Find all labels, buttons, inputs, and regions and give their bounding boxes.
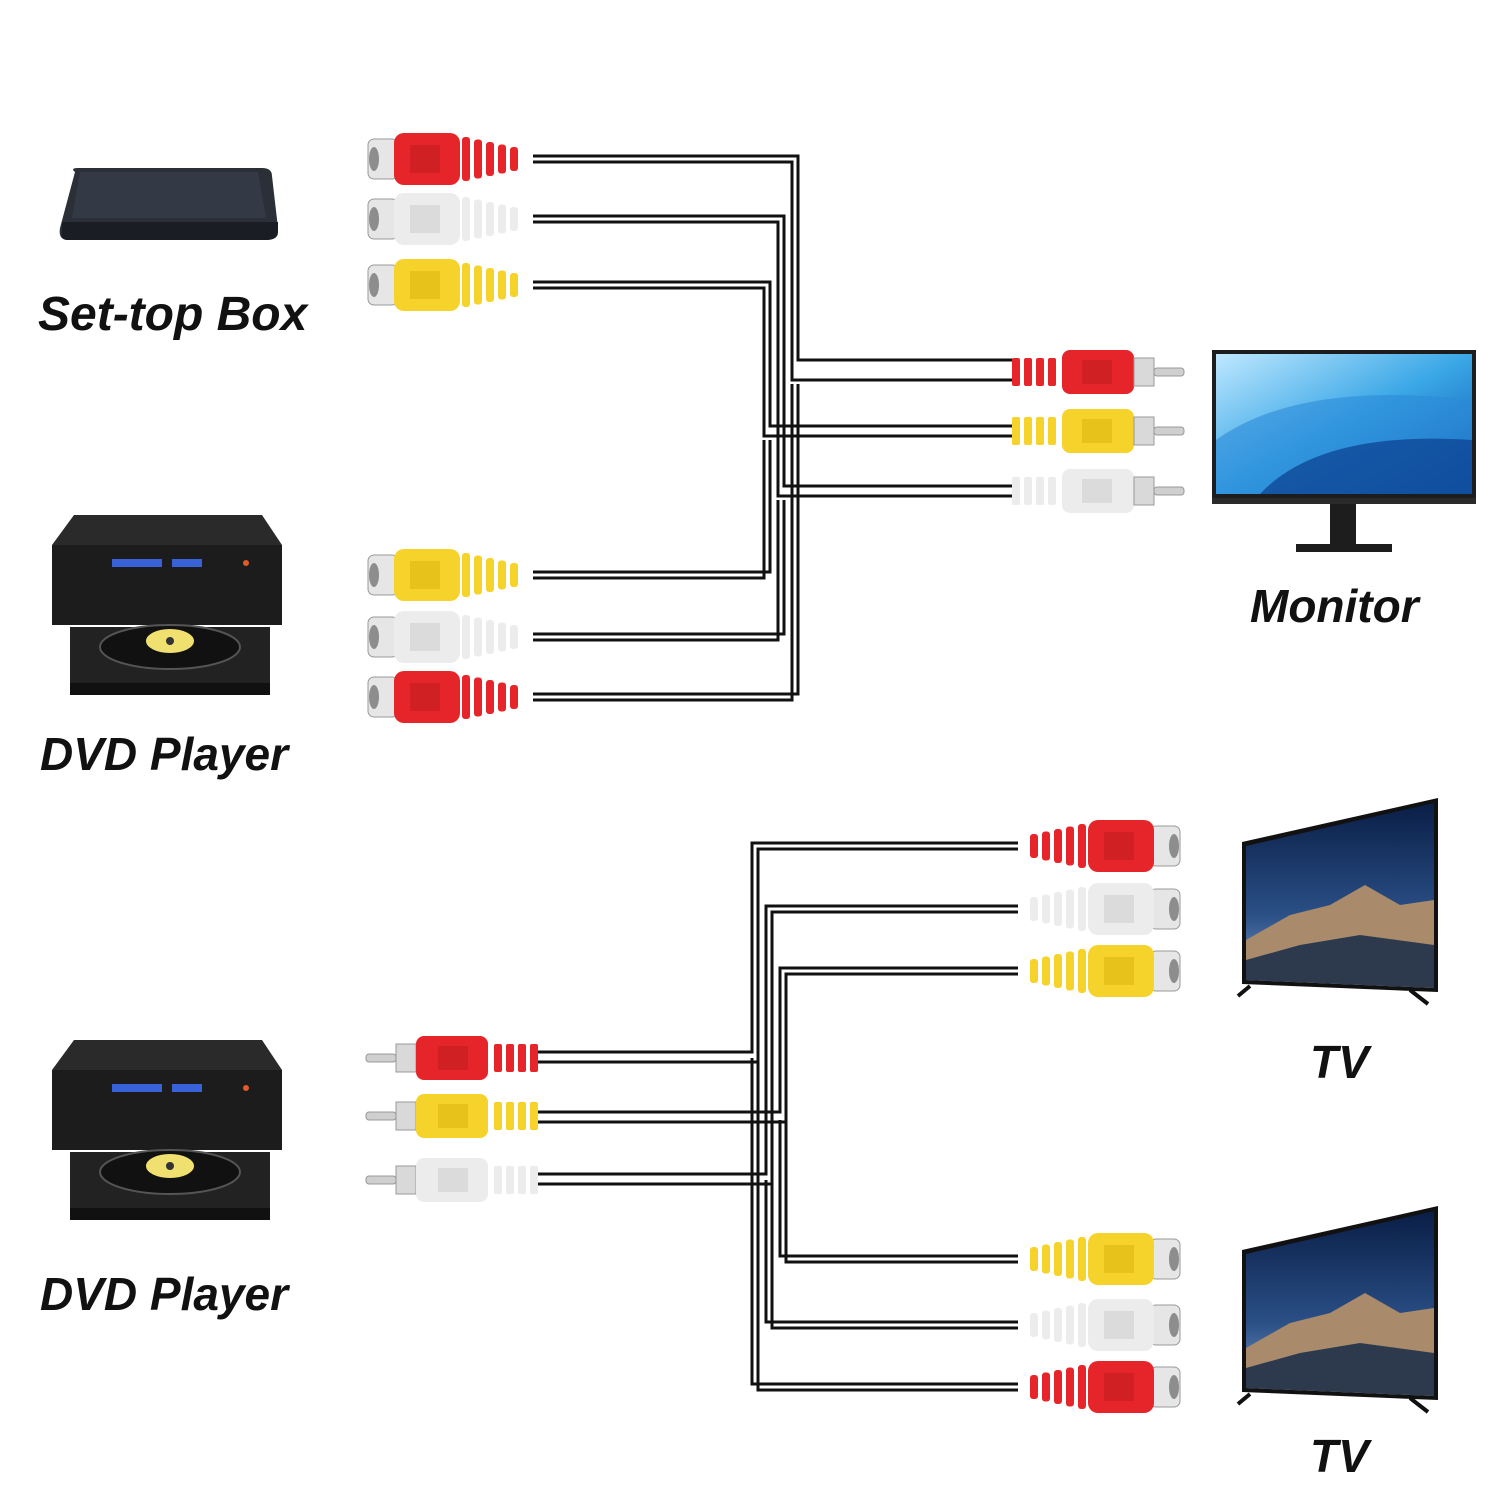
set-top-box-label: Set-top Box [38, 288, 310, 341]
tv2-white-jack [1030, 1299, 1181, 1351]
dvd-bottom-yellow-plug [365, 1094, 538, 1138]
tv1-white-jack [1030, 883, 1181, 935]
cable-dvd-white-2 [533, 500, 780, 642]
monitor-red-plug [1012, 350, 1185, 394]
tv-top-label: TV [1310, 1036, 1372, 1088]
bottom-cables [538, 841, 1018, 1392]
cable-red-tv2-2 [756, 1058, 1018, 1392]
cable-red-tv1 [538, 841, 1018, 1054]
dvd-player-bottom-label: DVD Player [40, 1268, 290, 1320]
cable-stb-red-2 [533, 160, 1013, 382]
monitor-white-plug [1012, 469, 1185, 513]
tv-bottom-label: TV [1310, 1430, 1372, 1482]
cable-stb-yellow [533, 280, 1013, 428]
dvd-top-red-jack [367, 671, 518, 723]
tv-bottom-icon [1236, 1206, 1438, 1414]
monitor-label: Monitor [1250, 580, 1421, 632]
cable-yellow-tv2-2 [784, 1120, 1018, 1264]
cable-yellow-tv1 [538, 966, 1018, 1114]
cable-red-tv2 [750, 1058, 1018, 1386]
dvd-top-white-jack [367, 611, 518, 663]
monitor-yellow-plug [1012, 409, 1185, 453]
cable-dvd-yellow-2 [533, 440, 766, 580]
dvd-player-top-icon [52, 515, 282, 695]
top-cables [533, 154, 1013, 702]
cable-stb-yellow-2 [533, 286, 1013, 438]
stb-red-jack [367, 133, 518, 185]
cable-stb-white-2 [533, 220, 1013, 498]
cable-yellow-tv2 [778, 1120, 1018, 1258]
cable-white-tv1 [538, 904, 1018, 1176]
stb-yellow-jack [367, 259, 518, 311]
cable-dvd-red-2 [533, 384, 794, 702]
cable-white-tv2 [764, 1180, 1018, 1324]
cable-dvd-red [533, 384, 800, 696]
tv1-yellow-jack [1030, 945, 1181, 997]
dvd-player-bottom-icon [52, 1040, 282, 1220]
dvd-top-yellow-jack [367, 549, 518, 601]
tv-top-icon [1236, 798, 1438, 1006]
cable-stb-red [533, 154, 1013, 362]
set-top-box-icon [59, 168, 278, 240]
cable-stb-white [533, 214, 1013, 488]
cable-red-tv1-2 [538, 847, 1018, 1064]
cable-dvd-yellow [533, 440, 772, 574]
cable-yellow-tv1-2 [538, 972, 1018, 1124]
dvd-bottom-white-plug [365, 1158, 538, 1202]
monitor-icon [1212, 350, 1476, 552]
cable-dvd-white [533, 500, 786, 636]
tv2-yellow-jack [1030, 1233, 1181, 1285]
dvd-player-top-label: DVD Player [40, 728, 290, 780]
rca-connectors [365, 133, 1185, 1413]
tv1-red-jack [1030, 820, 1181, 872]
stb-white-jack [367, 193, 518, 245]
cable-white-tv1-2 [538, 910, 1018, 1186]
dvd-bottom-red-plug [365, 1036, 538, 1080]
tv2-red-jack [1030, 1361, 1181, 1413]
cable-white-tv2-2 [770, 1180, 1018, 1330]
